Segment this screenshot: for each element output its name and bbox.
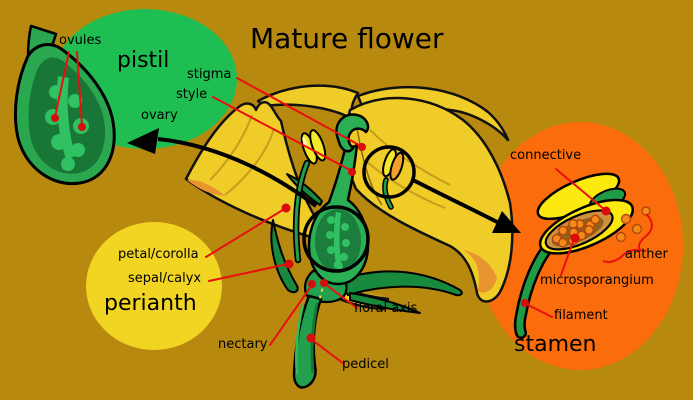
label-filament: filament [554,308,608,323]
anther-right [382,148,405,181]
label-pedicel: pedicel [342,357,389,372]
leader-lines [54,51,606,365]
label-stamen: stamen [514,332,597,357]
arrow-to-pistil-inset [127,128,318,208]
label-microsporangium: microsporangium [540,273,654,288]
label-petal-corolla: petal/corolla [118,247,199,262]
ovule-vine [326,212,350,272]
label-style: style [176,87,208,102]
stigma-shape [335,113,370,153]
label-ovary: ovary [141,108,178,123]
pistil-shape [307,113,370,286]
label-perianth: perianth [104,291,197,316]
anther-left [300,129,327,165]
magnifier-circle-ovary [302,205,370,273]
label-nectary: nectary [218,337,268,352]
ovules-placenta [45,76,89,171]
anther-inset [513,172,653,339]
pollen-grains [551,214,601,248]
anther-brace [602,213,653,263]
magnifier-circle-anther [362,145,416,199]
arrow-to-stamen-inset [412,178,521,233]
leader-dots [51,114,611,343]
label-pistil: pistil [117,48,170,73]
petal-undersides [187,179,497,293]
ovary-cross-section-inset [13,24,116,186]
label-floral-axis: floral axis [354,301,418,316]
label-stigma: stigma [187,67,232,82]
petal-shading [209,114,451,297]
label-sepal-calyx: sepal/calyx [128,271,202,286]
page-title: Mature flower [250,22,444,55]
stamen-left [292,129,327,264]
released-pollen [615,206,651,243]
sepals [270,173,463,314]
stamen-right [382,148,405,210]
label-ovules: ovules [59,33,102,48]
perianth-bubble [86,222,222,350]
label-anther: anther [625,247,668,262]
label-connective: connective [510,148,582,163]
